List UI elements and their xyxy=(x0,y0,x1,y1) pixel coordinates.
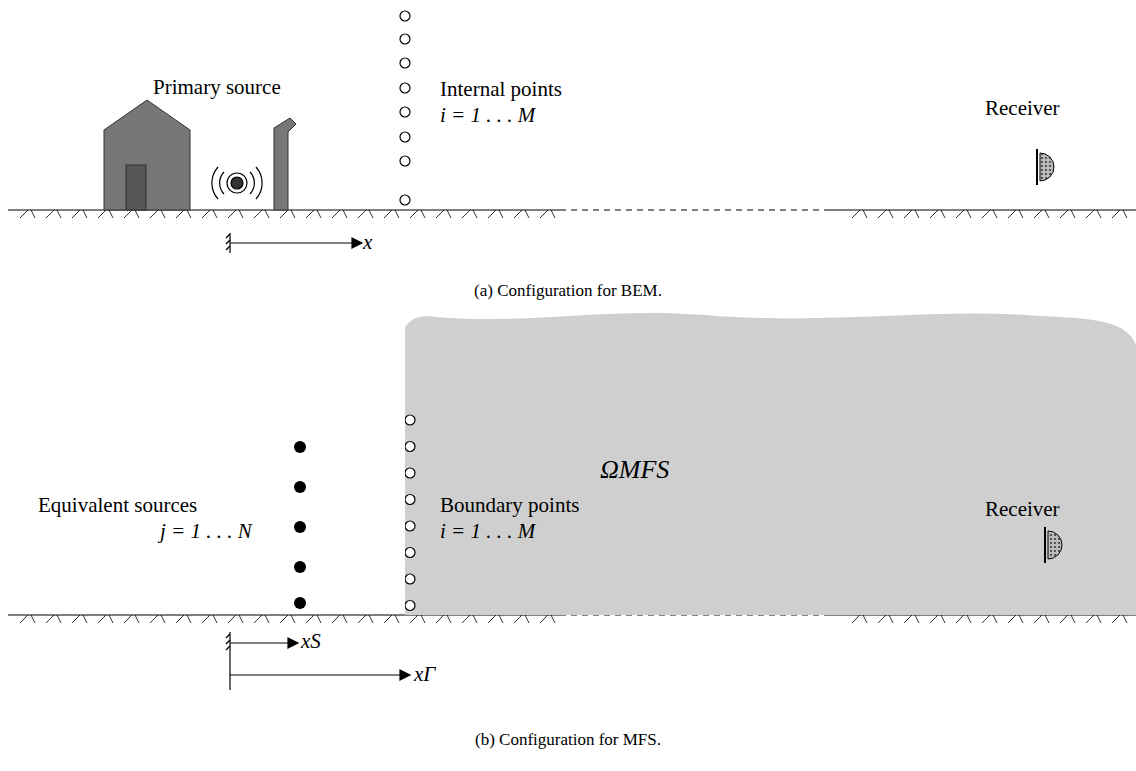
axis-label: xS xyxy=(301,630,321,653)
source-label: Primary source xyxy=(153,76,281,99)
index-range: i = 1 . . . M xyxy=(440,104,535,127)
ground xyxy=(8,210,1136,615)
primary-source xyxy=(212,167,262,199)
equivalent-sources xyxy=(294,441,306,609)
index-range: i = 1 . . . M xyxy=(440,520,535,543)
sources-label: Equivalent sources xyxy=(38,494,197,517)
points-label: Internal points xyxy=(440,78,562,101)
caption: (a) Configuration for BEM. xyxy=(474,282,662,301)
index-range: j = 1 . . . N xyxy=(160,520,252,543)
receiver-label: Receiver xyxy=(985,498,1060,521)
axis-label: x xyxy=(363,231,372,254)
region-shape xyxy=(405,305,1136,615)
receiver-icon xyxy=(1037,149,1054,185)
barrier xyxy=(274,118,296,210)
house xyxy=(104,100,190,210)
caption: (b) Configuration for MFS. xyxy=(475,731,661,750)
points-label: Boundary points xyxy=(440,494,579,517)
receiver-label: Receiver xyxy=(985,97,1060,120)
axis-label: xΓ xyxy=(414,663,435,686)
domain-region: ΩMFS xyxy=(405,305,1136,615)
x-axis xyxy=(226,233,362,253)
region-label: ΩMFS xyxy=(600,455,669,485)
internal-points xyxy=(400,11,410,205)
